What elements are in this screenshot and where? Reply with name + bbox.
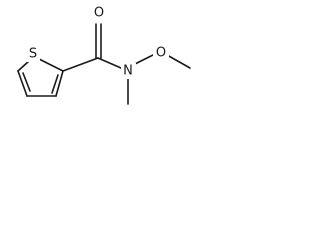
thiophene-ring bbox=[17, 57, 64, 97]
methoxy-oxygen-label-bg bbox=[153, 45, 169, 62]
molecule-structure-drawing: S O N O bbox=[17, 4, 191, 105]
amide-chain bbox=[62, 23, 191, 105]
sulfur-label-bg bbox=[26, 46, 40, 62]
bond-nitrogen-oxygen bbox=[134, 54, 154, 65]
carbonyl-oxygen-label-bg bbox=[91, 4, 107, 22]
bond-c2-c3 bbox=[55, 70, 64, 97]
bond-c2-carbonyl bbox=[62, 57, 99, 72]
sulfur-label: S bbox=[29, 47, 37, 62]
bond-c4-c5-double bbox=[22, 72, 31, 92]
bond-c2-c3-double bbox=[51, 74, 59, 94]
methoxy-oxygen-label: O bbox=[156, 46, 166, 61]
bond-carbonyl-nitrogen bbox=[97, 57, 122, 69]
carbonyl-oxygen-label: O bbox=[94, 6, 104, 21]
amide-nitrogen-label-bg bbox=[121, 63, 136, 79]
bond-c4-c5 bbox=[17, 70, 28, 97]
bond-s1-c2 bbox=[36, 57, 64, 72]
atom-labels: S O N O bbox=[26, 4, 169, 79]
bond-oxygen-methyl bbox=[166, 54, 191, 69]
bond-c5-s1 bbox=[17, 60, 30, 72]
amide-nitrogen-label: N bbox=[123, 64, 133, 79]
